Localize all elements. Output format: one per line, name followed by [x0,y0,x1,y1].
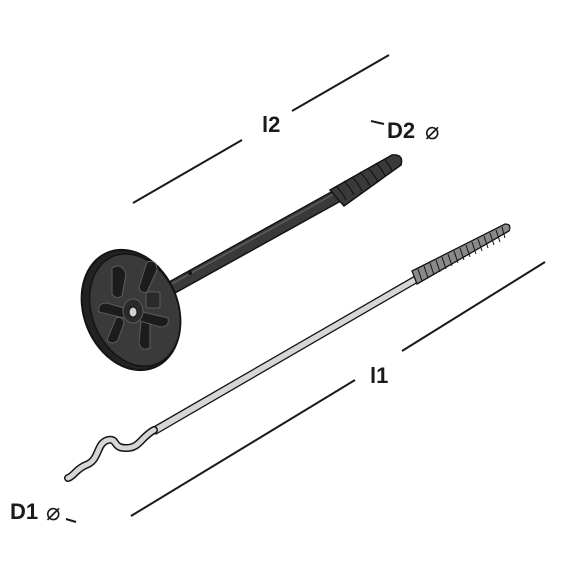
l2-line-upper [291,54,390,112]
anchor-shaft-hole [188,271,192,275]
plastic-anchor [80,154,403,372]
d2-label: D2 [387,118,415,143]
dimension-l1: l1 [130,261,546,517]
l2-line-lower [132,139,243,204]
rod-shaft [151,275,419,435]
d2-diameter-symbol: ⌀ [425,117,439,145]
dimension-d2: D2 ⌀ [370,117,439,145]
d1-label: D1 [10,499,38,524]
l1-label: l1 [370,363,388,388]
d2-leader-line [370,120,385,125]
d1-diameter-symbol: ⌀ [46,498,60,526]
d1-leader-line [65,518,77,523]
dimension-l2: l2 [132,54,390,204]
dimension-d1: D1 ⌀ [10,498,77,526]
l1-line-lower [130,379,356,517]
anchor-shaft [158,184,350,300]
rod-wavy-end-fill [65,427,157,481]
l2-label: l2 [262,112,280,137]
rod-threaded-tip [411,223,511,285]
anchor-shaft-highlight [167,188,344,287]
anchor-collar [145,291,161,309]
anchor-plate-hub-hole [128,306,138,318]
anchor-ribbed-tip [328,154,403,208]
steel-rod [64,223,511,482]
l1-line-upper [401,261,546,352]
